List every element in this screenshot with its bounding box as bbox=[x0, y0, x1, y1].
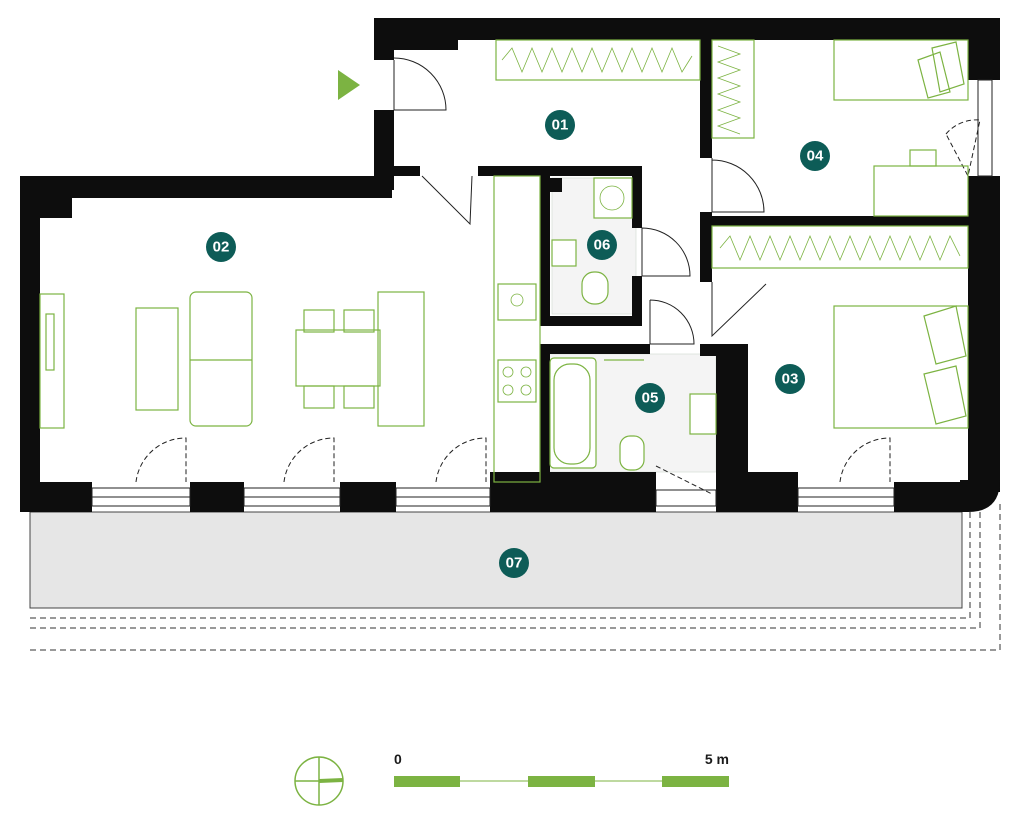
room-03-label: 03 bbox=[782, 371, 799, 388]
furniture-room-04 bbox=[711, 39, 969, 217]
room-04-badge: 04 bbox=[800, 141, 830, 171]
room-07-badge: 07 bbox=[499, 548, 529, 578]
room-06-label: 06 bbox=[594, 237, 611, 254]
room-01-label: 01 bbox=[552, 117, 569, 134]
scale-start-label: 0 bbox=[394, 751, 402, 767]
fixtures-room-06 bbox=[548, 177, 633, 305]
room-05-label: 05 bbox=[642, 390, 659, 407]
walls bbox=[20, 18, 1000, 512]
scale-bar: 0 5 m bbox=[394, 751, 729, 787]
wardrobe-room-01 bbox=[495, 39, 701, 81]
room-02-badge: 02 bbox=[206, 232, 236, 262]
furniture-room-03 bbox=[711, 225, 969, 429]
furniture-room-02 bbox=[39, 175, 541, 483]
room-06-badge: 06 bbox=[587, 230, 617, 260]
windows bbox=[91, 79, 993, 507]
north-compass-icon bbox=[294, 756, 344, 806]
room-05-badge: 05 bbox=[635, 383, 665, 413]
doors bbox=[135, 57, 981, 495]
fixtures-room-05 bbox=[549, 357, 717, 471]
room-03-badge: 03 bbox=[775, 364, 805, 394]
room-02-label: 02 bbox=[213, 239, 230, 256]
terrace-area bbox=[29, 500, 1001, 651]
scale-end-label: 5 m bbox=[705, 751, 729, 767]
room-04-label: 04 bbox=[807, 148, 824, 165]
entrance-arrow-icon bbox=[338, 70, 360, 100]
room-01-badge: 01 bbox=[545, 110, 575, 140]
room-07-label: 07 bbox=[506, 555, 523, 572]
